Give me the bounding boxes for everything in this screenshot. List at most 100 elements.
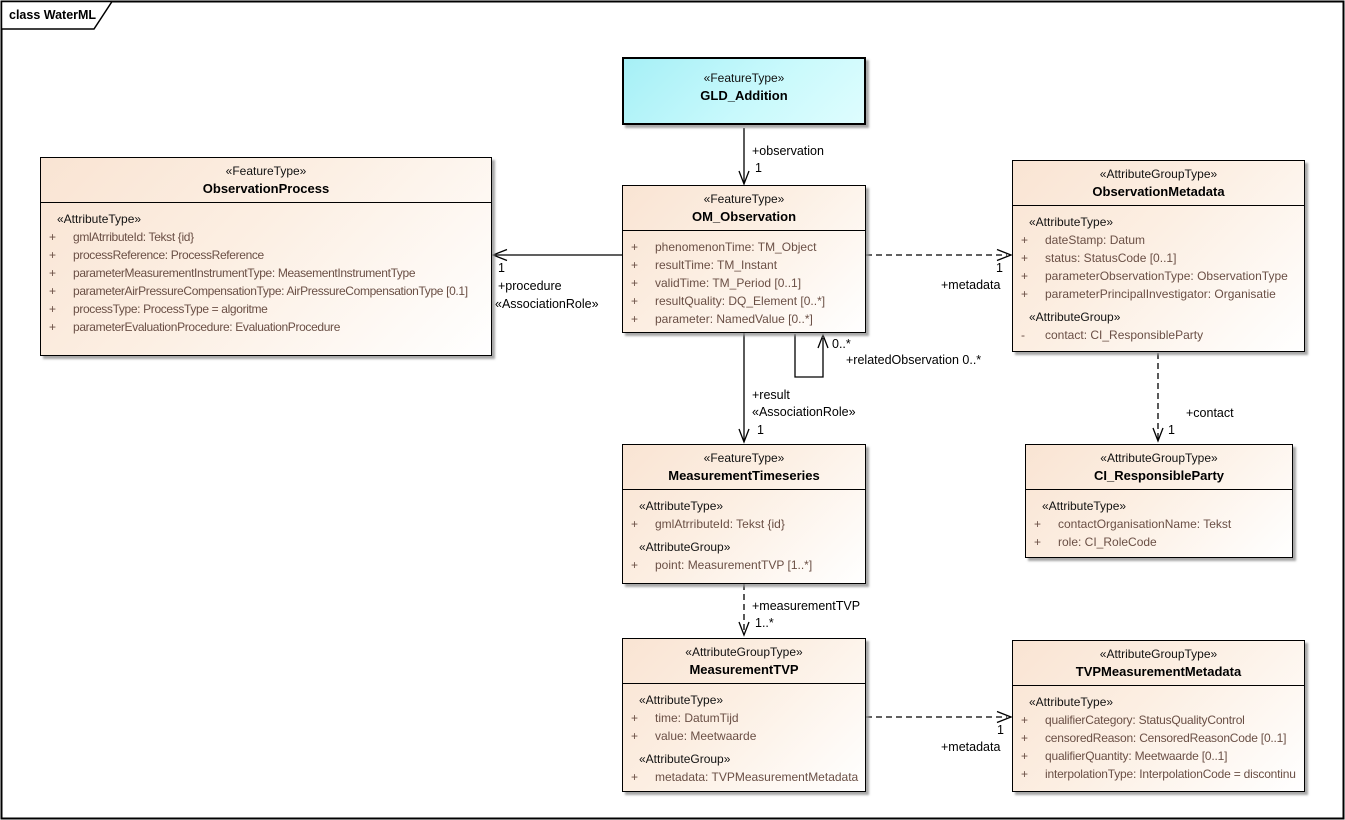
connector-contact[interactable]	[1152, 353, 1164, 443]
connector-label-result-mult: 1	[757, 423, 764, 437]
class-measurement-tvp[interactable]: «AttributeGroupType» MeasurementTVP «Att…	[622, 638, 866, 792]
attribute-text: parameterObservationType: ObservationTyp…	[1045, 269, 1288, 283]
attribute-text: interpolationType: InterpolationCode = d…	[1045, 767, 1296, 781]
attribute-row: +contactOrganisationName: Tekst	[1032, 515, 1288, 533]
attribute-visibility: +	[1021, 731, 1029, 745]
attribute-visibility: +	[1021, 251, 1029, 265]
attribute-text: qualifierCategory: StatusQualityControl	[1045, 713, 1245, 727]
class-header: «AttributeGroupType» ObservationMetadata	[1013, 161, 1304, 206]
attribute-row: +parameterPrincipalInvestigator: Organis…	[1019, 285, 1300, 303]
attribute-visibility: -	[1021, 328, 1025, 342]
attribute-row: + parameterObservationType: ObservationTy…	[1019, 267, 1300, 285]
attribute-visibility: +	[631, 312, 639, 326]
attribute-row: +resultTime: TM_Instant	[629, 256, 861, 274]
class-name: MeasurementTimeseries	[668, 468, 820, 483]
connector-label-measurement-tvp-mult: 1..*	[755, 616, 774, 630]
connector-label-metadata-obs-mult: 1	[996, 261, 1003, 275]
attribute-row: +processReference: ProcessReference	[47, 246, 487, 264]
class-tvp-measurement-metadata[interactable]: «AttributeGroupType» TVPMeasurementMetad…	[1012, 640, 1305, 792]
class-name: GLD_Addition	[700, 88, 788, 103]
attribute-visibility: +	[1021, 713, 1029, 727]
attribute-visibility: +	[49, 230, 57, 244]
attribute-text: metadata: TVPMeasurementMetadata	[655, 770, 859, 784]
attribute-text: censoredReason: CensoredReasonCode [0..1…	[1045, 731, 1287, 745]
class-header: «FeatureType» OM_Observation	[623, 186, 865, 231]
attribute-text: contact: CI_ResponsibleParty	[1045, 328, 1204, 342]
attribute-text: validTime: TM_Period [0..1]	[655, 276, 802, 290]
compartment-stereotype: «AttributeGroup»	[639, 752, 731, 766]
class-ci-responsibleparty[interactable]: «AttributeGroupType» CI_ResponsibleParty…	[1025, 444, 1293, 558]
attribute-text: resultQuality: DQ_Element [0..*]	[655, 294, 826, 308]
attribute-compartment: «AttributeType»+qualifierCategory: Statu…	[1013, 686, 1304, 787]
attribute-compartment: «AttributeType»+gmlAtrributeId: Tekst {i…	[623, 490, 865, 578]
attribute-row: +gmlAtrributeId: Tekst {id}	[629, 515, 861, 533]
attribute-visibility: +	[631, 240, 639, 254]
connector-label-procedure-stereotype: «AssociationRole»	[495, 297, 599, 311]
attribute-row: +parameterAirPressureCompensationType: A…	[47, 282, 487, 300]
class-stereotype: «AttributeGroupType»	[1100, 451, 1218, 465]
attribute-row: + qualifierCategory: StatusQualityControl	[1019, 711, 1300, 729]
class-header: «AttributeGroupType» MeasurementTVP	[623, 639, 865, 684]
attribute-text: status: StatusCode [0..1]	[1045, 251, 1177, 265]
attribute-text: parameterAirPressureCompensationType: Ai…	[73, 284, 468, 298]
connector-result[interactable]	[738, 333, 750, 444]
attribute-visibility: +	[1021, 233, 1029, 247]
class-header: «FeatureType» GLD_Addition	[624, 59, 864, 109]
class-name: ObservationProcess	[202, 181, 330, 196]
attribute-text: time: DatumTijd	[655, 711, 739, 725]
compartment-stereotype: «AttributeType»	[639, 693, 724, 707]
compartment-stereotype: «AttributeType»	[1029, 695, 1114, 709]
attribute-visibility: +	[1021, 269, 1029, 283]
connector-label-metadata-tvp-mult: 1	[997, 723, 1004, 737]
attribute-visibility: +	[49, 248, 57, 262]
attribute-compartment: «AttributeType»+contactOrganisationName:…	[1026, 490, 1292, 555]
class-stereotype: «FeatureType»	[703, 71, 785, 85]
class-stereotype: «AttributeGroupType»	[685, 645, 803, 659]
class-stereotype: «FeatureType»	[703, 451, 785, 465]
attribute-visibility: +	[1021, 749, 1029, 763]
connector-label-related-role: +relatedObservation 0..*	[846, 353, 982, 367]
attribute-row: + status: StatusCode [0..1]	[1019, 249, 1300, 267]
class-header: «FeatureType» ObservationProcess	[41, 158, 491, 203]
attribute-row: +parameterEvaluationProcedure: Evaluatio…	[47, 318, 487, 336]
attribute-compartment: «AttributeType» + time: DatumTijd +value: M…	[623, 684, 865, 790]
class-observation-metadata[interactable]: «AttributeGroupType» ObservationMetadata…	[1012, 160, 1305, 352]
attribute-row: +value: Meetwaarde	[629, 727, 861, 745]
connector-label-metadata-tvp-role: +metadata	[941, 740, 1001, 754]
class-header: «AttributeGroupType» TVPMeasurementMetad…	[1013, 641, 1304, 686]
connector-measurement-tvp[interactable]	[738, 584, 750, 637]
connector-label-observation-role: +observation	[752, 144, 824, 158]
attribute-row: +point: MeasurementTVP [1..*]	[629, 556, 861, 574]
attribute-compartment: «AttributeType»+gmlAtrributeId: Tekst {i…	[41, 203, 491, 340]
attribute-visibility: +	[631, 558, 639, 572]
class-observation-process[interactable]: «FeatureType» ObservationProcess «Attrib…	[40, 157, 492, 356]
connector-observation[interactable]	[738, 128, 750, 186]
attribute-visibility: +	[631, 276, 639, 290]
diagram-frame-tab	[0, 0, 114, 30]
attribute-text: parameterEvaluationProcedure: Evaluation…	[73, 320, 341, 334]
connector-label-observation-mult: 1	[755, 161, 762, 175]
connector-procedure[interactable]	[491, 248, 622, 262]
connector-metadata-tvp[interactable]	[866, 710, 1013, 724]
connector-label-metadata-obs-role: +metadata	[941, 278, 1001, 292]
attribute-row: +parameter: NamedValue [0..*]	[629, 310, 861, 328]
attribute-visibility: +	[631, 294, 639, 308]
class-om-observation[interactable]: «FeatureType» OM_Observation + phenomenon…	[622, 185, 866, 333]
class-name: MeasurementTVP	[689, 662, 799, 677]
connector-metadata-observation[interactable]	[866, 248, 1013, 262]
attribute-text: phenomenonTime: TM_Object	[655, 240, 817, 254]
connector-related-observation[interactable]	[794, 333, 829, 378]
attribute-visibility: +	[1021, 287, 1029, 301]
class-measurement-timeseries[interactable]: «FeatureType» MeasurementTimeseries «Att…	[622, 444, 866, 584]
attribute-visibility: +	[49, 266, 57, 280]
attribute-visibility: +	[631, 258, 639, 272]
attribute-row: +qualifierQuantity: Meetwaarde [0..1]	[1019, 747, 1300, 765]
attribute-visibility: +	[631, 770, 639, 784]
class-stereotype: «AttributeGroupType»	[1099, 647, 1218, 661]
class-gld-addition[interactable]: «FeatureType» GLD_Addition	[622, 57, 866, 125]
connector-label-result-stereotype: «AssociationRole»	[752, 405, 856, 419]
connector-label-result-role: +result	[752, 388, 790, 402]
attribute-visibility: +	[49, 302, 57, 316]
attribute-compartment: + phenomenonTime: TM_Object +resultTime: T…	[623, 231, 865, 332]
